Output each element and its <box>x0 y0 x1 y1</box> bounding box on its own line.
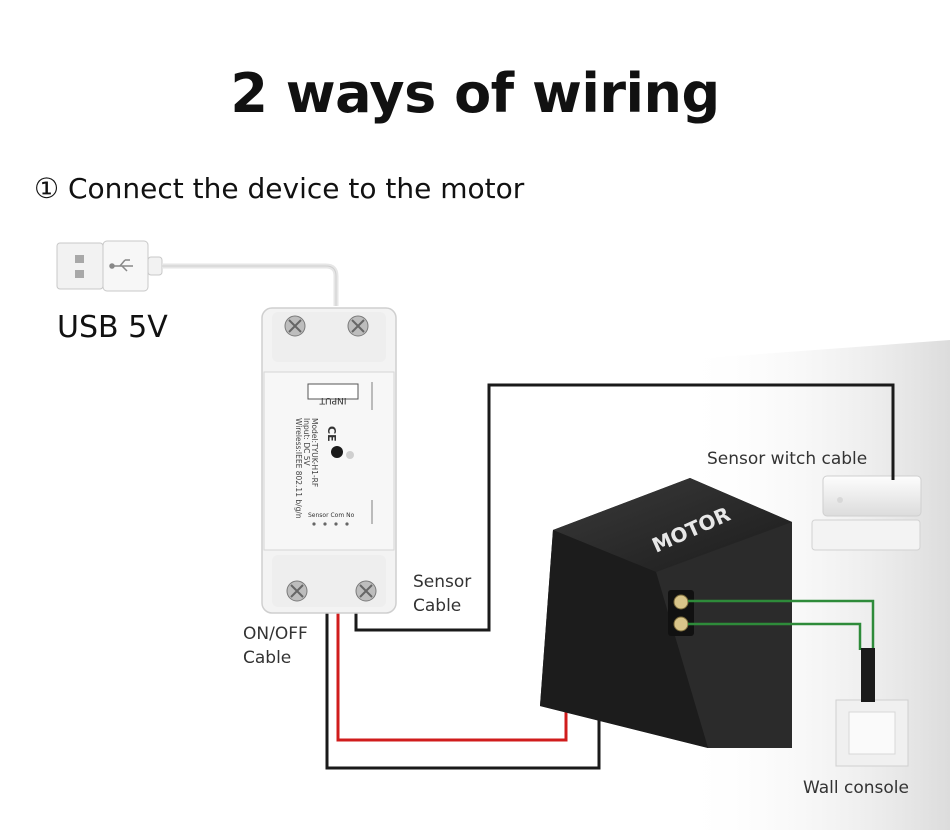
screw-icon <box>286 580 308 602</box>
ce-mark: CE <box>325 426 338 442</box>
usb-label: USB 5V <box>57 310 168 345</box>
motor: MOTOR <box>540 478 792 748</box>
screw-icon <box>347 315 369 337</box>
smart-device: INPUT Model:TYUK-H1-RF Input: DC 5V Wire… <box>261 307 397 614</box>
sensor-wire <box>354 383 895 632</box>
screw-icon <box>673 594 689 610</box>
usb-cable <box>162 263 339 306</box>
screw-icon <box>673 616 689 632</box>
onoff-cable-label: ON/OFF Cable <box>243 624 308 668</box>
sensor-switch <box>811 475 922 551</box>
screw-icon <box>284 315 306 337</box>
page-title: 2 ways of wiring <box>230 62 720 125</box>
green-wires <box>688 599 875 650</box>
screw-icon <box>355 580 377 602</box>
led-indicator-icon <box>346 451 354 459</box>
section-subtitle: ① Connect the device to the motor <box>34 172 525 205</box>
device-button <box>331 446 343 458</box>
sensor-switch-cable-label: Sensor witch cable <box>707 449 868 469</box>
sensor-cable-label: Sensor Cable <box>413 572 472 616</box>
wall-console <box>835 699 909 767</box>
device-model-line: Wireless:IEEE 802.11 b/g/n <box>294 418 303 519</box>
terminal-labels: Sensor Com No <box>308 512 355 519</box>
device-input-label: INPUT <box>319 395 346 405</box>
device-model-line: Input: DC 5V <box>302 418 311 466</box>
console-cable <box>861 648 875 702</box>
usb-symbol-icon <box>109 259 133 272</box>
wall-console-label: Wall console <box>803 778 909 798</box>
usb-plug-icon <box>56 240 163 292</box>
device-model-line: Model:TYUK-H1-RF <box>310 418 319 487</box>
